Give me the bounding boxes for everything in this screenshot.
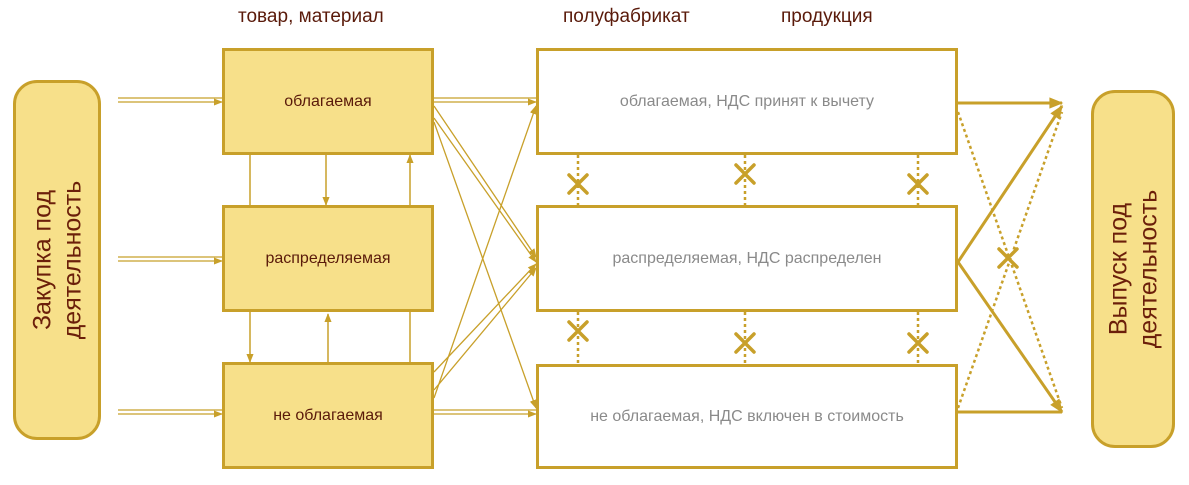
header-products: продукция xyxy=(781,6,873,27)
input-nontaxable-label: не облагаемая xyxy=(273,406,383,424)
output-distributed-box: распределяемая, НДС распределен xyxy=(536,205,958,312)
output-taxable-box: облагаемая, НДС принят к вычету xyxy=(536,48,958,155)
output-pill-label: Выпуск под деятельность xyxy=(1104,189,1163,349)
output-distributed-label: распределяемая, НДС распределен xyxy=(612,249,882,267)
header-goods: товар, материал xyxy=(238,6,384,27)
input-taxable-box: облагаемая xyxy=(222,48,434,155)
incoming-arrows xyxy=(118,97,223,418)
purchase-pill: Закупка под деятельность xyxy=(13,80,101,440)
header-semi: полуфабрикат xyxy=(563,6,690,27)
input-distributed-box: распределяемая xyxy=(222,205,434,312)
input-nontaxable-box: не облагаемая xyxy=(222,362,434,469)
output-pill: Выпуск под деятельность xyxy=(1091,90,1175,448)
cross-marks xyxy=(567,163,1019,354)
input-taxable-label: облагаемая xyxy=(284,92,372,110)
output-nontaxable-label: не облагаемая, НДС включен в стоимость xyxy=(590,407,904,425)
output-flows xyxy=(956,97,1064,414)
purchase-pill-label: Закупка под деятельность xyxy=(28,180,87,340)
output-nontaxable-box: не облагаемая, НДС включен в стоимость xyxy=(536,364,958,469)
output-taxable-label: облагаемая, НДС принят к вычету xyxy=(619,92,875,110)
cross-flows xyxy=(433,97,537,418)
input-distributed-label: распределяемая xyxy=(265,249,391,267)
